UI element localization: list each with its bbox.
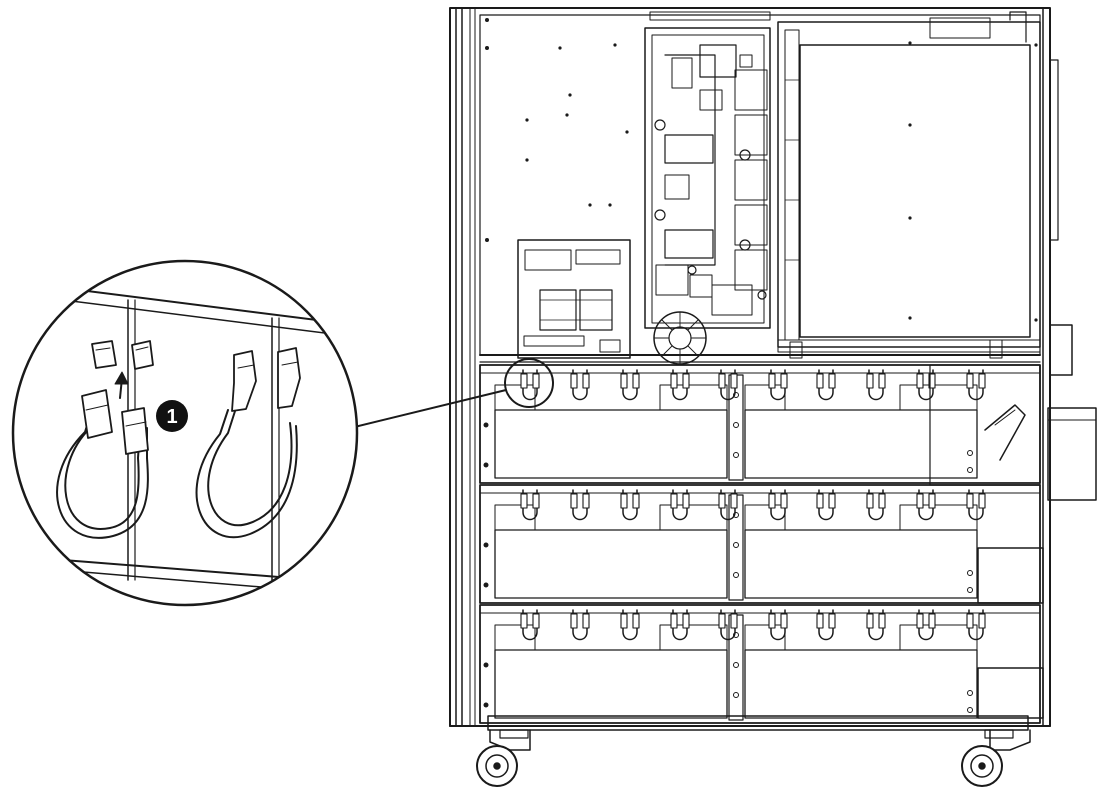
battery-connector [818, 369, 834, 401]
battery-connector [968, 609, 984, 641]
callout-number: 1 [166, 406, 177, 428]
battery-cable-right [195, 347, 301, 539]
battery-connector [918, 489, 934, 521]
battery-connector [572, 489, 588, 521]
upper-connector-left [131, 340, 154, 370]
removal-arrow [114, 371, 129, 399]
upper-panel [479, 11, 1041, 365]
battery-box [744, 649, 978, 719]
battery-connector [818, 489, 834, 521]
battery-connector [672, 369, 688, 401]
cabinet-frame [449, 7, 1097, 731]
callout-badge: 1 [156, 400, 188, 432]
battery-connector [918, 369, 934, 401]
detached-connector [91, 340, 117, 369]
battery-connector [770, 489, 786, 521]
battery-box [494, 409, 728, 479]
battery-connector [720, 489, 736, 521]
battery-connector [818, 609, 834, 641]
caster-left [476, 729, 531, 787]
battery-connector [968, 369, 984, 401]
battery-connector [622, 609, 638, 641]
battery-connector [968, 489, 984, 521]
battery-connector [622, 369, 638, 401]
battery-connector [572, 369, 588, 401]
battery-connector [868, 489, 884, 521]
battery-connector [572, 609, 588, 641]
caster-wheels [476, 729, 1031, 787]
battery-connector [522, 609, 538, 641]
battery-box [744, 409, 978, 479]
battery-connector [720, 609, 736, 641]
right-module [777, 21, 1041, 359]
side-compartment [929, 364, 1044, 719]
battery-connector [522, 369, 538, 401]
zoom-target-circle [504, 358, 554, 408]
battery-shelf [479, 604, 1041, 724]
battery-connector [868, 609, 884, 641]
control-board [517, 239, 631, 359]
battery-connector [720, 369, 736, 401]
zoom-leader-line [333, 389, 507, 433]
panel-screws [485, 18, 1038, 322]
battery-connector [770, 369, 786, 401]
detail-magnifier [11, 259, 359, 607]
battery-cable-left [56, 389, 149, 539]
battery-connector [918, 609, 934, 641]
power-board [644, 27, 771, 365]
caster-right [961, 729, 1031, 787]
battery-connector [622, 489, 638, 521]
battery-box [494, 649, 728, 719]
battery-connector [868, 369, 884, 401]
battery-connector [672, 489, 688, 521]
battery-box [494, 529, 728, 599]
battery-shelf [479, 484, 1041, 604]
battery-connector [770, 609, 786, 641]
battery-shelves [479, 364, 1041, 724]
battery-connector [522, 489, 538, 521]
battery-connector [672, 609, 688, 641]
battery-box [744, 529, 978, 599]
